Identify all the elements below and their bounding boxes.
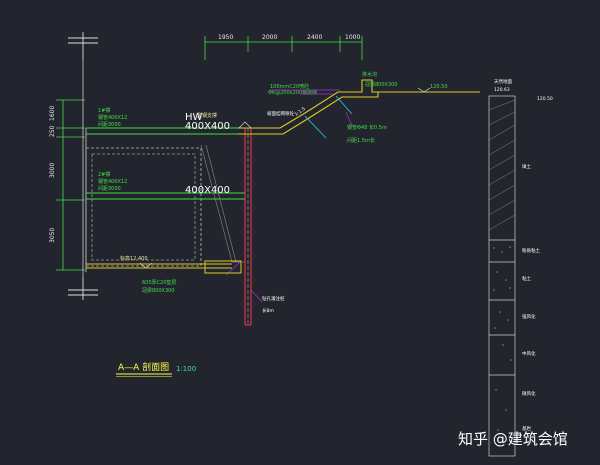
borehole-dots bbox=[493, 246, 512, 431]
layer-7: 基岩 bbox=[522, 425, 531, 432]
top-dimension-chain bbox=[204, 36, 363, 60]
pit-elevation: 标高12.400 bbox=[120, 255, 148, 262]
cushion-note: 600厚C20垫层 bbox=[142, 279, 176, 286]
slope-top-elevation: 120.50 bbox=[430, 84, 448, 90]
pile-cap-note: 冠梁800X300 bbox=[142, 287, 175, 294]
beam-size-upper: 400X400 bbox=[185, 121, 230, 132]
layer-3: 粘土 bbox=[522, 275, 531, 282]
layer-1: 填土 bbox=[522, 163, 531, 170]
dim-3050: 3050 bbox=[49, 228, 56, 243]
watermark-text: 知乎 @建筑会馆 bbox=[458, 430, 568, 448]
section-title: A—A 剖面图 bbox=[118, 361, 169, 373]
strut2-spacing: 间距3000 bbox=[98, 185, 121, 192]
strut1-size: 钢管400X12 bbox=[98, 114, 127, 121]
beam-size-lower: 400X400 bbox=[185, 185, 230, 196]
layer-6: 微风化 bbox=[522, 390, 536, 397]
slope-profile bbox=[238, 79, 480, 135]
strut2-size: 钢管400X12 bbox=[98, 178, 127, 185]
nail-note: 间距1.5m长 bbox=[347, 137, 375, 144]
hw-label: HW bbox=[185, 112, 203, 123]
pile-note-1: 钻孔灌注桩 bbox=[262, 295, 285, 302]
drain-label: 排水沟 bbox=[362, 71, 377, 78]
layer-5: 中风化 bbox=[522, 350, 536, 357]
left-dimension-chain bbox=[56, 99, 85, 271]
top-elevation: 120.50 bbox=[537, 96, 553, 102]
dim-250: 250 bbox=[49, 125, 56, 137]
axis-marks bbox=[68, 32, 98, 300]
crown-beam-label: 冠梁800X300 bbox=[365, 81, 398, 88]
dim-2000: 2000 bbox=[262, 34, 277, 41]
mesh-note-1: 100mmC20喷砼 bbox=[270, 83, 309, 90]
dim-1600: 1600 bbox=[49, 106, 56, 121]
borehole-column bbox=[488, 95, 516, 457]
pile-note-2: 长8m bbox=[262, 307, 274, 314]
ground-label: 天然地面 bbox=[494, 78, 512, 85]
soil-hatch-left bbox=[200, 144, 245, 263]
dim-3000: 3000 bbox=[49, 163, 56, 178]
slope-surface-label: 坡面挂网喷砼 bbox=[267, 110, 294, 117]
layer-2: 粉质粘土 bbox=[522, 247, 540, 254]
left-pile-wall bbox=[82, 60, 202, 278]
ground-elevation: 120.63 bbox=[494, 87, 510, 93]
strut2-tag: 2#撑 bbox=[98, 171, 110, 178]
strut1-tag: 1#撑 bbox=[98, 107, 110, 114]
steel-beam-label: 型钢支撑 bbox=[197, 112, 217, 119]
dim-1950: 1950 bbox=[218, 34, 233, 41]
soil-nails bbox=[304, 95, 353, 139]
mesh-note-2: Φ6@200x200钢筋网 bbox=[268, 89, 317, 96]
layer-4: 强风化 bbox=[522, 313, 536, 320]
upper-strut bbox=[86, 127, 245, 135]
pipe-note: 钢管Φ48 长0.5m bbox=[347, 124, 387, 131]
leader-lines bbox=[225, 89, 353, 303]
pit-bottom bbox=[86, 260, 242, 274]
strut1-spacing: 间距3000 bbox=[98, 121, 121, 128]
dim-2400: 2400 bbox=[307, 34, 322, 41]
borehole-hatch bbox=[488, 99, 516, 231]
right-retaining-pile bbox=[244, 128, 252, 326]
dim-1000: 1000 bbox=[345, 34, 360, 41]
slope-ratio: 1:1.5 bbox=[294, 106, 307, 118]
section-scale: 1:100 bbox=[176, 365, 196, 373]
